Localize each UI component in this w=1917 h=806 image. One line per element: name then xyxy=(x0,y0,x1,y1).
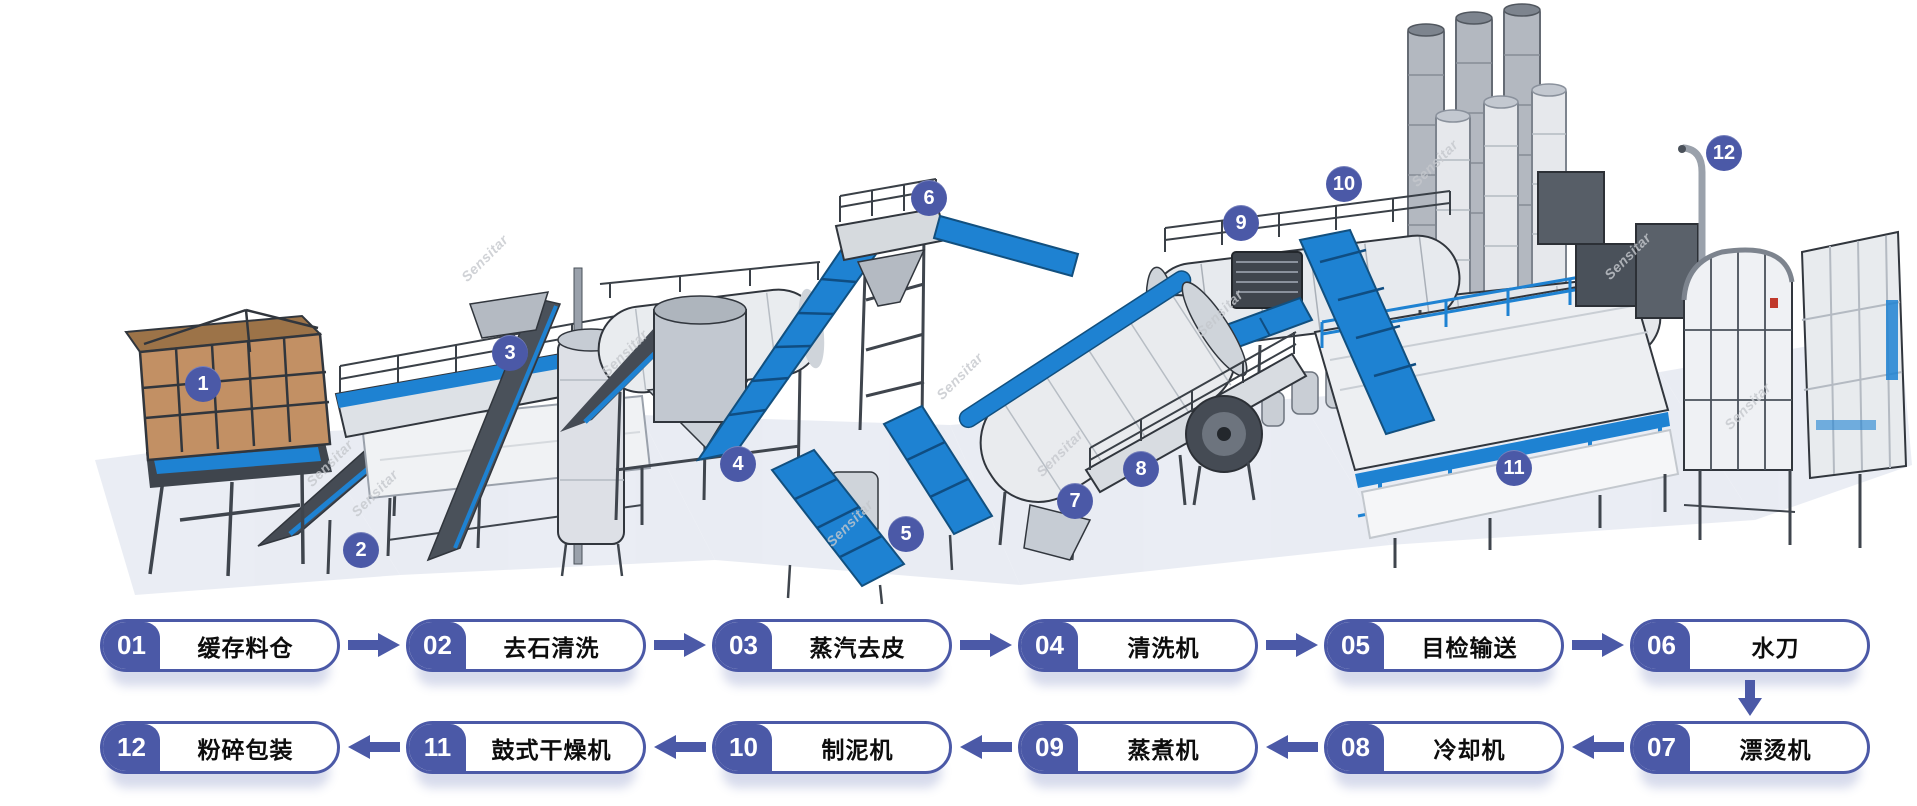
flow-step-10: 10 制泥机 xyxy=(712,721,952,774)
flow-step-08: 08 冷却机 xyxy=(1324,721,1564,774)
flow-step-03: 03 蒸汽去皮 xyxy=(712,619,952,672)
flow-step-label: 漂烫机 xyxy=(1739,736,1812,763)
flow-step-label: 鼓式干燥机 xyxy=(491,736,612,763)
machine-badge-11: 11 xyxy=(1496,450,1532,486)
machine-6-elevator-tower xyxy=(653,178,1080,462)
flow-step-number: 03 xyxy=(715,622,772,669)
flow-step-12: 12 粉碎包装 xyxy=(100,721,340,774)
machine-badge-1: 1 xyxy=(185,366,221,402)
flow-step-label: 缓存料仓 xyxy=(197,634,294,661)
flow-arrow-left-icon xyxy=(348,735,400,759)
flow-arrow-right-icon xyxy=(654,633,706,657)
flow-step-number: 12 xyxy=(103,724,160,771)
flow-step-04: 04 清洗机 xyxy=(1018,619,1258,672)
flow-step-07: 07 漂烫机 xyxy=(1630,721,1870,774)
flow-step-number: 01 xyxy=(103,622,160,669)
flow-step-label: 冷却机 xyxy=(1433,736,1506,763)
machine-badge-4: 4 xyxy=(720,446,756,482)
flow-arrow-right-icon xyxy=(1266,633,1318,657)
flow-arrow-right-icon xyxy=(1572,633,1624,657)
flow-step-label: 蒸煮机 xyxy=(1127,736,1200,763)
flow-step-label: 蒸汽去皮 xyxy=(809,634,906,661)
flow-step-number: 10 xyxy=(715,724,772,771)
machine-12-crusher-packer xyxy=(1635,144,1908,548)
flow-step-number: 05 xyxy=(1327,622,1384,669)
machine-7-tilted-drum xyxy=(958,270,1248,561)
flow-arrow-left-icon xyxy=(654,735,706,759)
flow-step-number: 04 xyxy=(1021,622,1078,669)
flow-arrow-left-icon xyxy=(1266,735,1318,759)
flow-step-01: 01 缓存料仓 xyxy=(100,619,340,672)
flow-step-11: 11 鼓式干燥机 xyxy=(406,721,646,774)
flow-step-number: 11 xyxy=(409,724,466,771)
flow-arrow-right-icon xyxy=(348,633,400,657)
flow-step-number: 02 xyxy=(409,622,466,669)
machine-5-discharge-conveyors xyxy=(770,404,994,605)
flow-arrow-left-icon xyxy=(960,735,1012,759)
machine-badge-7: 7 xyxy=(1057,483,1093,519)
machine-badge-5: 5 xyxy=(888,516,924,552)
flow-step-label: 制泥机 xyxy=(821,736,894,763)
flow-step-label: 水刀 xyxy=(1751,634,1800,661)
flow-step-09: 09 蒸煮机 xyxy=(1018,721,1258,774)
flow-step-number: 09 xyxy=(1021,724,1078,771)
flow-arrow-left-icon xyxy=(1572,735,1624,759)
flow-step-label: 粉碎包装 xyxy=(197,736,294,763)
flow-arrow-down-icon xyxy=(1738,680,1762,716)
machine-1-buffer-hopper xyxy=(124,308,332,577)
flow-arrow-right-icon xyxy=(960,633,1012,657)
machine-badge-8: 8 xyxy=(1123,451,1159,487)
flow-step-number: 08 xyxy=(1327,724,1384,771)
flow-step-number: 07 xyxy=(1633,724,1690,771)
machine-badge-12: 12 xyxy=(1706,135,1742,171)
flow-step-number: 06 xyxy=(1633,622,1690,669)
flow-step-06: 06 水刀 xyxy=(1630,619,1870,672)
machine-badge-9: 9 xyxy=(1223,205,1259,241)
flow-step-label: 去石清洗 xyxy=(503,634,600,661)
flow-step-02: 02 去石清洗 xyxy=(406,619,646,672)
flow-step-05: 05 目检输送 xyxy=(1324,619,1564,672)
flow-step-label: 清洗机 xyxy=(1127,634,1200,661)
machine-badge-3: 3 xyxy=(492,335,528,371)
machinery-illustration xyxy=(95,3,1912,605)
machine-badge-10: 10 xyxy=(1326,166,1362,202)
machine-badge-6: 6 xyxy=(911,180,947,216)
machine-badge-2: 2 xyxy=(343,532,379,568)
flow-step-label: 目检输送 xyxy=(1421,634,1518,661)
